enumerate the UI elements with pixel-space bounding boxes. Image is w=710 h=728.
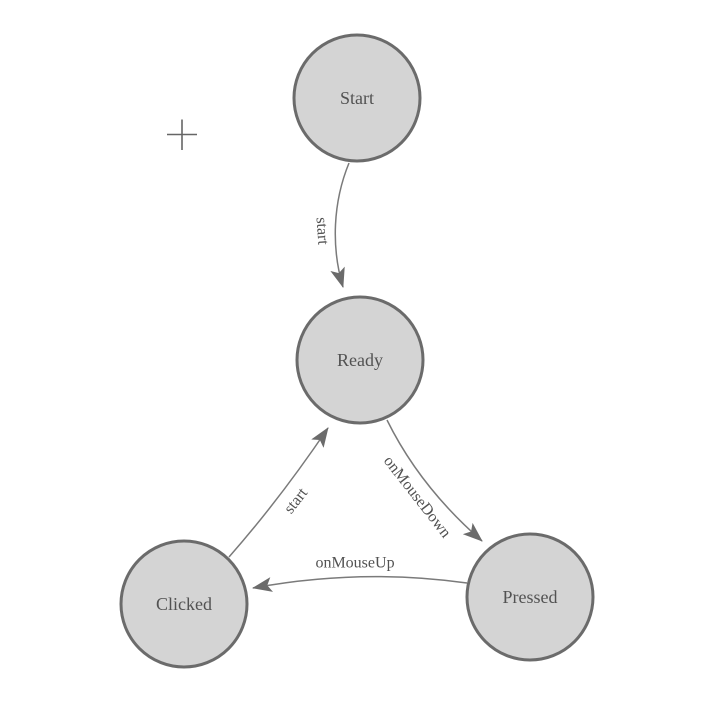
edge-start-to-ready[interactable]: start bbox=[313, 162, 350, 288]
edge-pressed-to-clicked-label: onMouseUp bbox=[315, 555, 394, 572]
crosshair-cursor bbox=[167, 119, 197, 150]
node-pressed-circle[interactable] bbox=[465, 532, 595, 662]
node-start[interactable]: Start bbox=[292, 33, 422, 163]
edge-ready-to-pressed-label: onMouseDown bbox=[380, 453, 454, 541]
edge-ready-to-pressed[interactable]: onMouseDown bbox=[380, 419, 483, 542]
edge-start-to-ready-label: start bbox=[313, 217, 332, 246]
edge-clicked-to-ready-path[interactable] bbox=[228, 427, 329, 558]
edge-ready-to-pressed-path[interactable] bbox=[386, 419, 483, 542]
node-start-label: Start bbox=[340, 88, 374, 108]
node-pressed-label: Pressed bbox=[503, 587, 558, 607]
edge-clicked-to-ready-label: start bbox=[281, 484, 312, 517]
node-ready-label: Ready bbox=[337, 350, 383, 370]
edge-pressed-to-clicked[interactable]: onMouseUp bbox=[252, 555, 468, 592]
node-start-circle[interactable] bbox=[292, 33, 422, 163]
node-clicked-label: Clicked bbox=[156, 594, 212, 614]
node-pressed[interactable]: Pressed bbox=[465, 532, 595, 662]
node-clicked-circle[interactable] bbox=[119, 539, 249, 669]
node-clicked[interactable]: Clicked bbox=[119, 539, 249, 669]
edge-start-to-ready-path[interactable] bbox=[330, 162, 350, 288]
node-ready[interactable]: Ready bbox=[295, 295, 425, 425]
node-ready-circle[interactable] bbox=[295, 295, 425, 425]
edge-pressed-to-clicked-path[interactable] bbox=[252, 575, 468, 592]
edge-clicked-to-ready[interactable]: start bbox=[228, 427, 329, 558]
